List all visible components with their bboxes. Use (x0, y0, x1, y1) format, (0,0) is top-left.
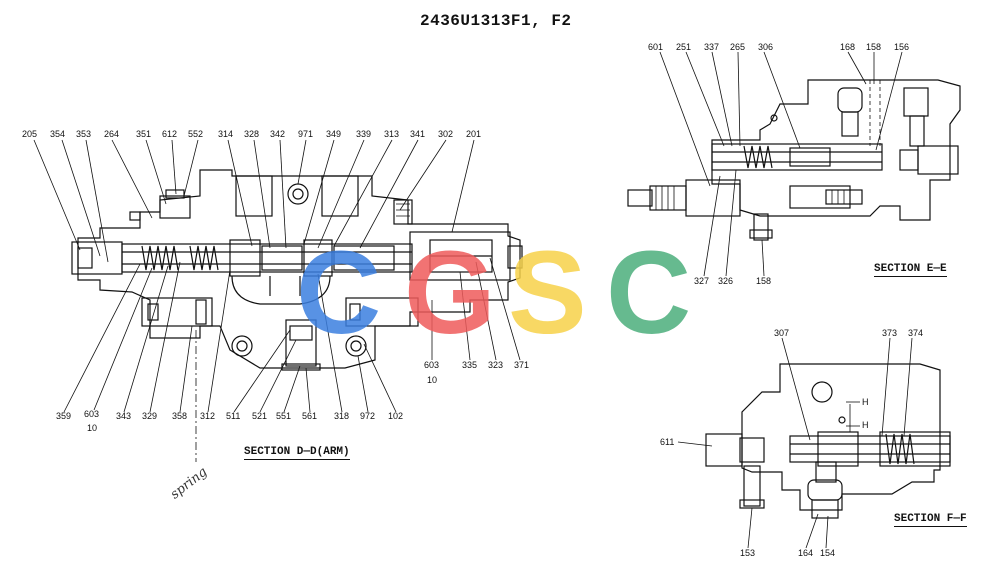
section-ff-drawing (705, 363, 951, 519)
part-number: 264 (104, 129, 120, 139)
part-number: 341 (410, 129, 426, 139)
part-number: 511 (226, 411, 241, 421)
part-number: 201 (466, 129, 482, 139)
port-marker: H (862, 420, 869, 430)
part-number: 102 (388, 411, 404, 421)
ff-left-plug (705, 433, 743, 467)
part-number: 335 (462, 360, 478, 370)
part-number: 552 (188, 129, 204, 139)
part-number: 561 (302, 411, 318, 421)
ff-valve-body (741, 363, 941, 511)
part-number: 971 (298, 129, 314, 139)
ee-right-plug (917, 145, 959, 175)
dd-lower-bolt (345, 335, 367, 357)
dd-right-cylinder (409, 231, 511, 281)
part-number: 353 (76, 129, 92, 139)
part-number: 205 (22, 129, 38, 139)
watermark-letter-s: S (508, 227, 587, 359)
section-ee-label: SECTION E—E (874, 263, 947, 277)
ff-leaders (677, 337, 913, 549)
dd-top-port-left (235, 175, 273, 217)
part-number: 307 (774, 328, 790, 338)
ff-top-hole (811, 381, 833, 403)
part-number: 551 (276, 411, 292, 421)
part-number: 327 (694, 276, 710, 286)
part-number: 374 (908, 328, 924, 338)
ee-leaders (659, 51, 903, 277)
part-number: 373 (882, 328, 898, 338)
dd-lower-mid-plug (285, 319, 317, 367)
part-number: 354 (50, 129, 66, 139)
part-number: 603 (84, 409, 100, 419)
part-number: 158 (756, 276, 772, 286)
ee-valve-body (711, 79, 961, 221)
ee-spool-bore (711, 143, 883, 171)
part-number: 153 (740, 548, 756, 558)
dd-left-plug (77, 247, 93, 269)
part-number: 326 (718, 276, 734, 286)
part-number: 329 (142, 411, 158, 421)
section-dd-label: SECTION D—D(ARM) (244, 446, 350, 460)
part-number: 306 (758, 42, 774, 52)
watermark-letter-c2: C (606, 227, 692, 359)
dd-leaders-bottom (63, 257, 521, 413)
part-number: 339 (356, 129, 372, 139)
part-number: 158 (866, 42, 882, 52)
part-number: 10 (87, 423, 98, 433)
watermark-letter-c1: C (296, 227, 382, 359)
ff-spool-bore (789, 435, 951, 463)
ee-lower-plug (753, 213, 769, 241)
section-ee-drawing (627, 79, 961, 241)
part-number: 156 (894, 42, 910, 52)
drawing-title: 2436U1313F1, F2 (420, 12, 572, 30)
part-number: 343 (116, 411, 132, 421)
part-number: 251 (676, 42, 692, 52)
dd-top-port-right (321, 175, 359, 217)
part-number: 349 (326, 129, 342, 139)
part-number: 314 (218, 129, 234, 139)
dd-lower-left-plug (141, 297, 213, 327)
part-number: 972 (360, 411, 376, 421)
part-number: 337 (704, 42, 720, 52)
part-number: 342 (270, 129, 286, 139)
ff-lower-plug (743, 465, 761, 507)
ee-top-port (837, 87, 863, 113)
part-number: 164 (798, 548, 814, 558)
part-number: 323 (488, 360, 504, 370)
part-number: 312 (200, 411, 216, 421)
dd-spring (141, 245, 179, 271)
dd-top-bolt (287, 183, 309, 205)
part-number: 351 (136, 129, 152, 139)
watermark-letter-g: G (404, 227, 496, 359)
part-number: 521 (252, 411, 268, 421)
dd-lower-right-plug (345, 297, 419, 327)
part-number: 603 (424, 360, 440, 370)
part-number: 612 (162, 129, 178, 139)
part-number: 265 (730, 42, 746, 52)
part-number: 318 (334, 411, 350, 421)
section-ff-label: SECTION F—F (894, 513, 967, 527)
part-number: 371 (514, 360, 530, 370)
part-number: 302 (438, 129, 454, 139)
part-number: 358 (172, 411, 188, 421)
port-marker: H (862, 397, 869, 407)
dd-spool-bore (121, 243, 413, 273)
part-number: 168 (840, 42, 856, 52)
part-number: 601 (648, 42, 664, 52)
part-number: 359 (56, 411, 72, 421)
dd-leaders-top (33, 139, 475, 263)
part-number: 154 (820, 548, 836, 558)
part-number: 328 (244, 129, 260, 139)
part-number: 313 (384, 129, 400, 139)
part-number: 10 (427, 375, 438, 385)
part-number: 611 (660, 437, 675, 447)
